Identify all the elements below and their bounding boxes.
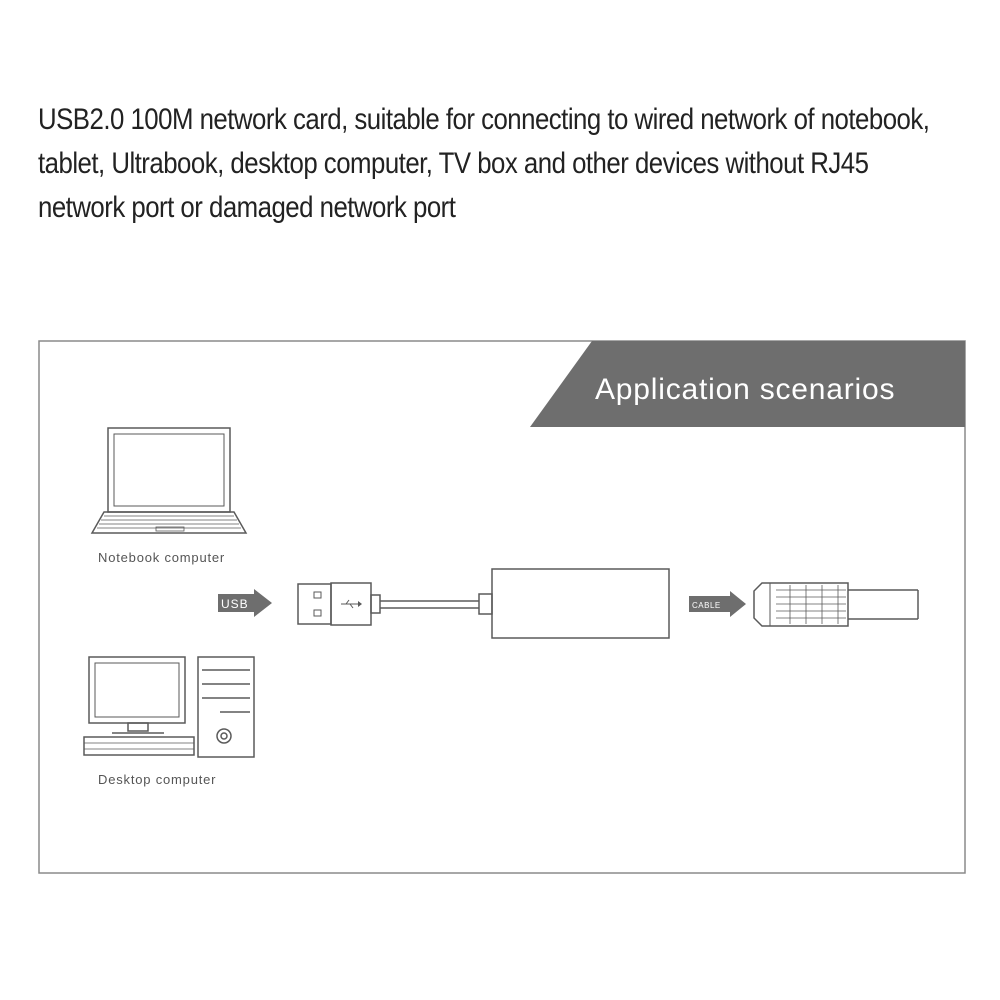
notebook-computer-icon <box>90 427 248 534</box>
description-line-3: network port or damaged network port <box>38 191 456 224</box>
usb-arrow-label: USB <box>221 597 249 611</box>
desktop-computer-icon <box>83 656 255 758</box>
usb-arrow <box>218 589 272 617</box>
diagram-frame <box>38 340 966 874</box>
rj45-connector-icon <box>753 582 919 627</box>
product-description: USB2.0 100M network card, suitable for c… <box>38 98 930 230</box>
cable-arrow <box>689 591 746 617</box>
network-adapter-box <box>491 568 670 639</box>
desktop-label: Desktop computer <box>98 772 216 787</box>
usb-plug-icon <box>297 582 381 626</box>
description-line-1: USB2.0 100M network card, suitable for c… <box>38 103 930 136</box>
notebook-label: Notebook computer <box>98 550 225 565</box>
banner-title: Application scenarios <box>595 373 895 406</box>
usb-cable <box>380 593 493 615</box>
cable-arrow-label: CABLE <box>692 601 721 610</box>
title-banner <box>530 341 965 427</box>
description-line-2: tablet, Ultrabook, desktop computer, TV … <box>38 147 869 180</box>
